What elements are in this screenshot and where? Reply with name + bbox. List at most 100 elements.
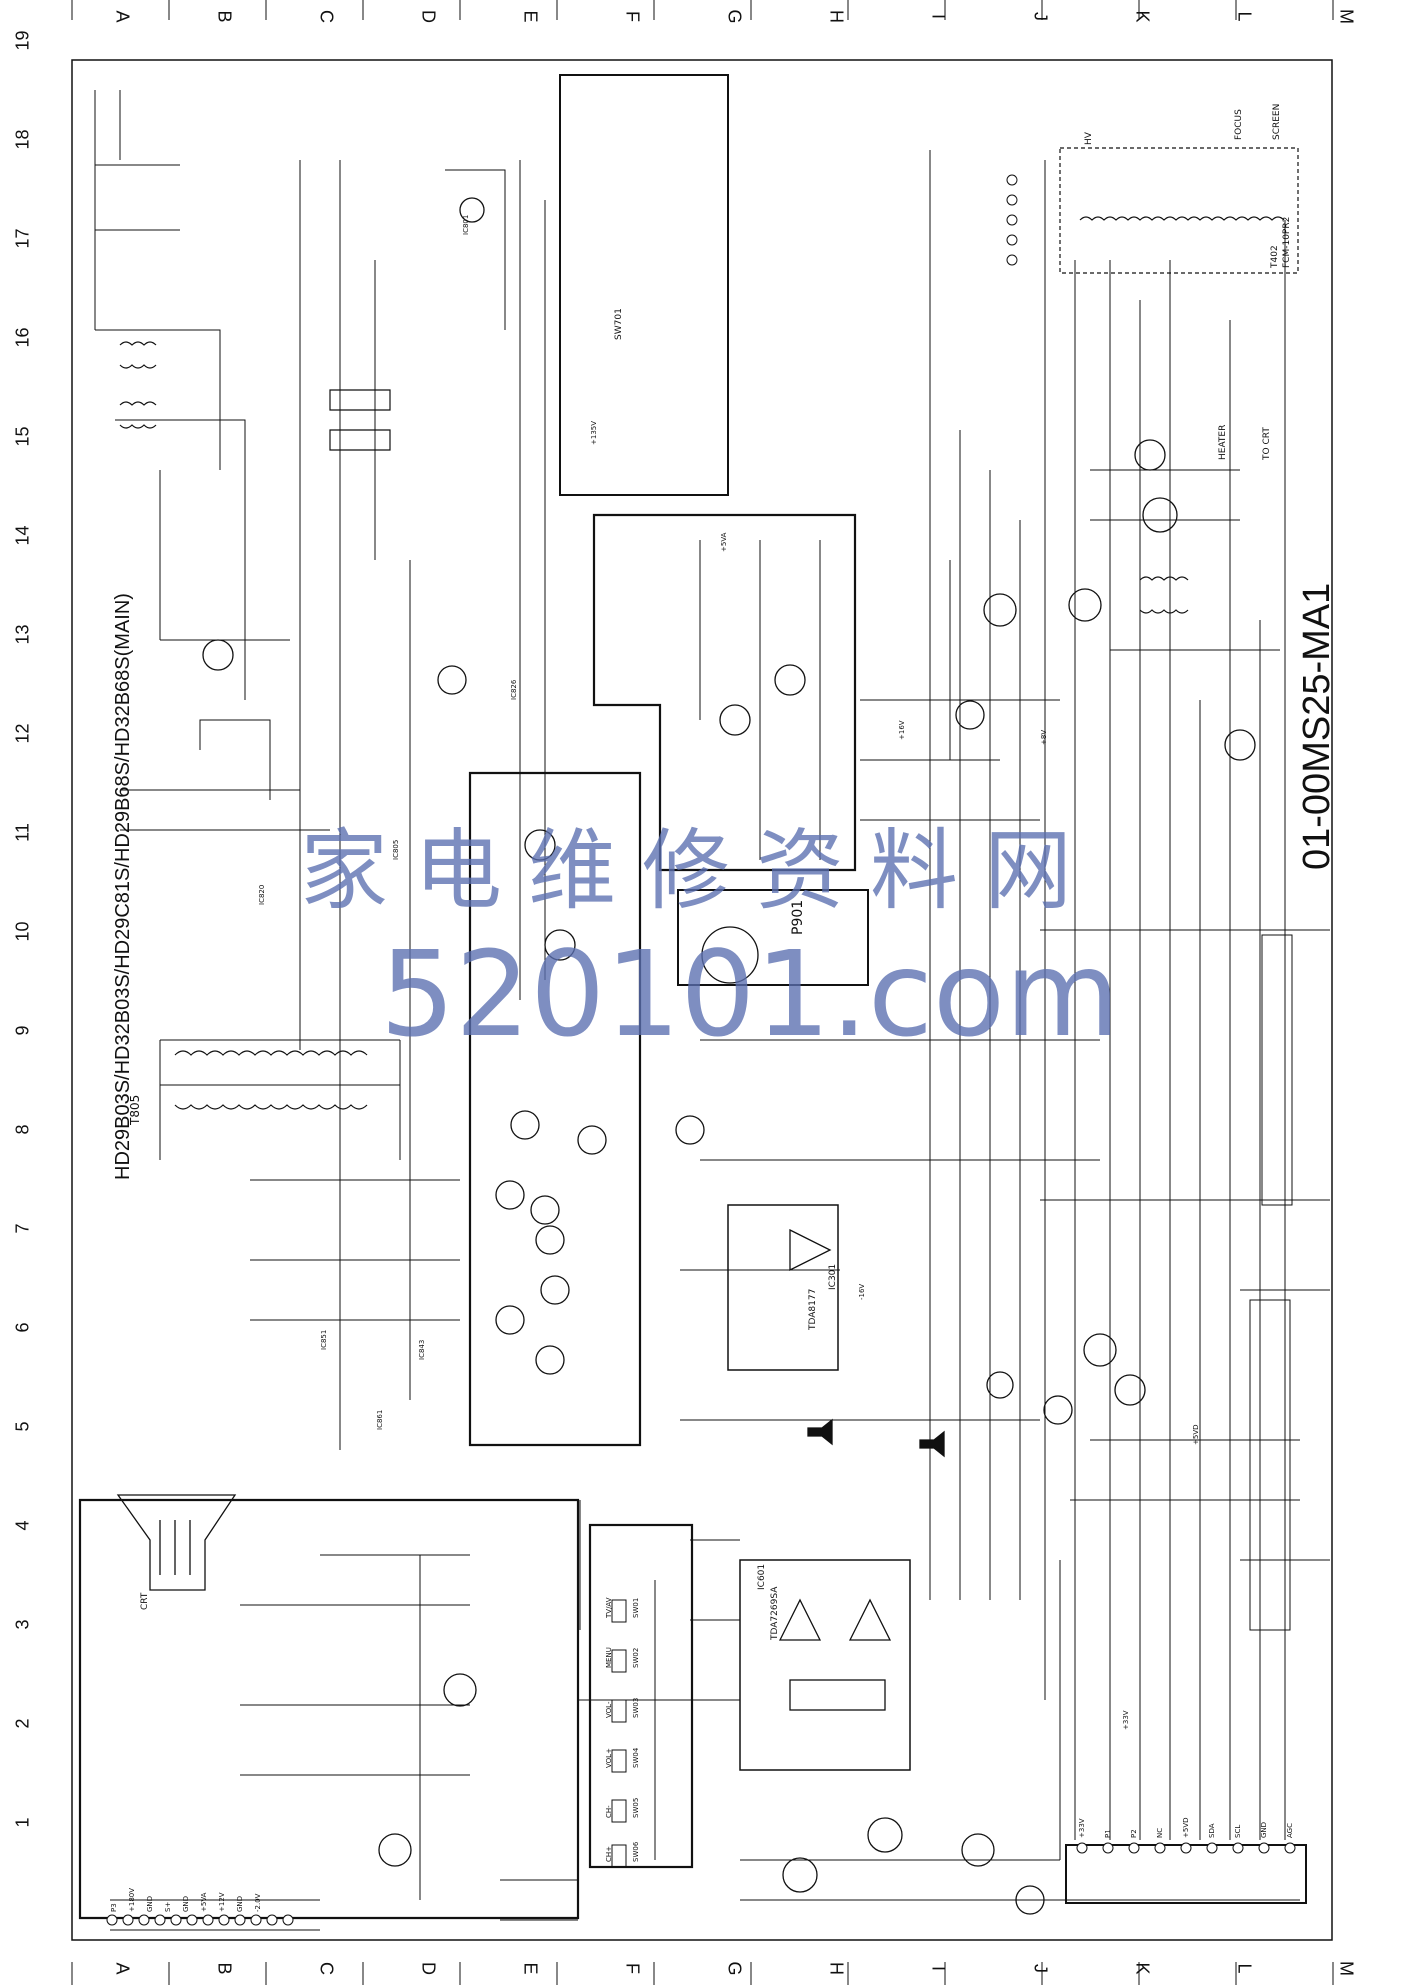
sheet-border (71, 59, 1333, 1941)
key-ref-3: SW03 (632, 1697, 640, 1718)
to-crt-label: TO CRT (1262, 427, 1272, 460)
screen-label: SCREEN (1272, 103, 1282, 140)
grid-letter-top: D (418, 10, 439, 23)
audio-ic-ref: IC601 (757, 1563, 767, 1590)
connector-pin-label: P3 (110, 1903, 118, 1912)
grid-letter-bottom: E (520, 1962, 541, 1975)
tuner-connector (1065, 1844, 1307, 1904)
grid-letter-top: C (316, 10, 337, 23)
audio-ic-label: TDA7269SA (770, 1586, 780, 1640)
grid-number: 14 (12, 525, 33, 546)
key-ch-down: CH- (605, 1805, 613, 1818)
tuner-pin-label: P2 (1130, 1829, 1138, 1838)
connector-pin-label: -2.0V (254, 1893, 262, 1912)
grid-number: 4 (12, 1520, 33, 1531)
connector-pin-label: GND (182, 1895, 190, 1912)
grid-ruler (71, 0, 1334, 1985)
key-ref-4: SW04 (632, 1747, 640, 1768)
grid-letter-top: G (724, 9, 745, 24)
grid-letter-top: L (1234, 11, 1255, 22)
grid-number: 2 (12, 1718, 33, 1729)
grid-number: 8 (12, 1124, 33, 1135)
grid-number: 9 (12, 1025, 33, 1036)
ic861-label: IC861 (376, 1409, 384, 1430)
grid-letter-top: H (826, 10, 847, 23)
p901-label: P901 (790, 899, 806, 935)
connector-pin-label: S+ (164, 1901, 172, 1912)
ac-filter-block (559, 74, 729, 496)
grid-number: 12 (12, 723, 33, 744)
grid-letter-bottom: I (928, 1965, 949, 1971)
grid-letter-top: J (1030, 12, 1051, 21)
tuner-pin-label: SDA (1208, 1823, 1216, 1839)
grid-number: 16 (12, 327, 33, 348)
tuner-pin-label: P1 (1104, 1829, 1112, 1838)
key-board-block (588, 1523, 694, 1869)
grid-letter-top: K (1132, 10, 1153, 23)
key-ref-1: SW01 (632, 1597, 640, 1618)
crt-neck-symbol (116, 1494, 237, 1591)
transformer-coils (119, 216, 1285, 1110)
rail-5vd: +5VD (1192, 1424, 1200, 1446)
flyback-ref: T402 (1270, 245, 1280, 268)
grid-number: 7 (12, 1223, 33, 1234)
key-vol-down: VOL- (605, 1701, 613, 1718)
grid-number: 11 (12, 823, 33, 842)
key-vol-up: VOL+ (605, 1748, 613, 1768)
focus-label: FOCUS (1234, 109, 1244, 140)
grid-number: 19 (12, 30, 33, 51)
connector-pin-label: GND (146, 1895, 154, 1912)
grid-letter-bottom: G (724, 1961, 745, 1976)
flyback-part-label: FCM-10PR2 (1282, 216, 1292, 268)
ic805-label: IC805 (392, 839, 400, 860)
key-ref-6: SW06 (632, 1841, 640, 1862)
heater-label: HEATER (1218, 424, 1228, 460)
grid-letter-top: M (1336, 9, 1357, 24)
vertical-ic-ref: IC301 (828, 1263, 838, 1290)
connector-pin-label: +180V (128, 1887, 136, 1912)
tuner-pin-label: +5VD (1182, 1817, 1190, 1839)
grid-letter-bottom: A (112, 1962, 133, 1975)
watermark-url: 520101.com (380, 925, 1120, 1063)
connector-pin-label: +12V (218, 1892, 226, 1912)
main-transformer-label: T805 (128, 1094, 142, 1125)
grid-letter-top: F (622, 11, 643, 22)
grid-letter-bottom: D (418, 1962, 439, 1975)
ic801-label: IC801 (462, 214, 470, 235)
grid-letter-top: E (520, 10, 541, 23)
grid-number: 18 (12, 129, 33, 150)
opamp-symbols (778, 1228, 892, 1711)
connector-pin-label: +5VA (200, 1892, 208, 1912)
grid-number: 5 (12, 1421, 33, 1432)
grid-letter-top: A (112, 10, 133, 23)
tuner-pin-label: GND (1260, 1821, 1268, 1838)
tuner-pin-label: AGC (1286, 1823, 1294, 1838)
grid-letter-top: B (214, 10, 235, 23)
key-ch-up: CH+ (605, 1845, 613, 1862)
flyback-box (1059, 147, 1299, 274)
grid-number: 15 (12, 426, 33, 447)
rail-16v: +16V (898, 720, 906, 740)
ic843-label: IC843 (418, 1339, 426, 1360)
grid-letter-bottom: K (1132, 1962, 1153, 1975)
rail-8v: +8V (1040, 729, 1048, 745)
grid-number: 1 (12, 1817, 33, 1828)
grid-number: 17 (12, 228, 33, 249)
grid-letter-bottom: F (622, 1963, 643, 1974)
key-tv-av: TV/AV (605, 1597, 613, 1618)
right-connector-banks (1249, 934, 1293, 1631)
key-switches (611, 1580, 656, 1868)
grid-letter-bottom: C (316, 1962, 337, 1975)
crt-label: CRT (140, 1592, 150, 1610)
ic826-label: IC826 (510, 679, 518, 700)
video-output-block (468, 771, 642, 1447)
ic851-label: IC851 (320, 1329, 328, 1350)
tuner-pin-label: SCL (1234, 1824, 1242, 1838)
rail-135v: +135V (590, 420, 598, 445)
audio-ic-box (739, 1559, 911, 1771)
transistors (202, 197, 1256, 1915)
grid-letter-bottom: H (826, 1962, 847, 1975)
watermark-chinese: 家电维修资料网 (300, 819, 1099, 922)
power-led-block (592, 513, 857, 872)
grid-number: 13 (12, 624, 33, 645)
